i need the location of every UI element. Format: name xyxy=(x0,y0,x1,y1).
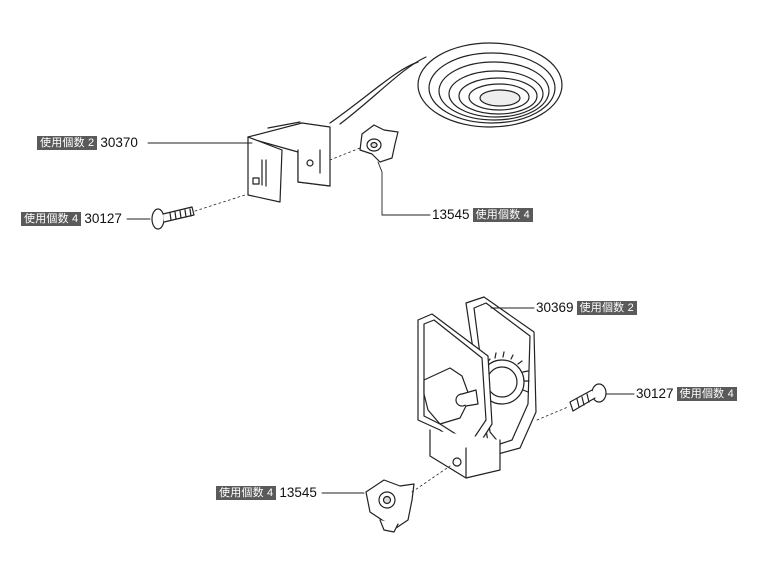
part-number: 30127 xyxy=(84,211,122,226)
quantity-badge: 使用個数 2 xyxy=(37,136,98,150)
housing-30369 xyxy=(417,296,537,479)
quantity-badge: 使用個数 2 xyxy=(576,301,637,315)
knob-13545-top xyxy=(359,124,399,163)
part-number: 30370 xyxy=(100,135,138,150)
quantity-badge: 使用個数 4 xyxy=(21,212,82,226)
callout-knob-13545-top: 13545 使用個数 4 xyxy=(432,207,536,223)
part-number: 13545 xyxy=(279,485,317,500)
bracket-30370 xyxy=(247,121,331,203)
callout-bolt-30127-top: 使用個数 4 30127 xyxy=(18,211,122,227)
knob-13545-bottom xyxy=(365,479,415,533)
part-number: 30369 xyxy=(536,300,574,315)
bolt-30127-top xyxy=(151,206,195,230)
callout-knob-13545-bottom: 使用個数 4 13545 xyxy=(213,485,317,501)
part-number: 13545 xyxy=(432,207,470,222)
bolt-30127-bottom xyxy=(569,383,607,412)
coiled-strap xyxy=(329,42,563,128)
quantity-badge: 使用個数 4 xyxy=(216,486,277,500)
assembly-lines-top xyxy=(194,147,361,212)
leader-lines xyxy=(126,142,635,494)
quantity-badge: 使用個数 4 xyxy=(676,387,737,401)
part-number: 30127 xyxy=(636,386,674,401)
assembly-lines-bottom xyxy=(411,406,569,493)
callout-housing-30369: 30369 使用個数 2 xyxy=(536,300,640,316)
callout-bolt-30127-bottom: 30127 使用個数 4 xyxy=(636,386,740,402)
callout-bracket-30370: 使用個数 2 30370 xyxy=(34,135,138,151)
quantity-badge: 使用個数 4 xyxy=(472,208,533,222)
